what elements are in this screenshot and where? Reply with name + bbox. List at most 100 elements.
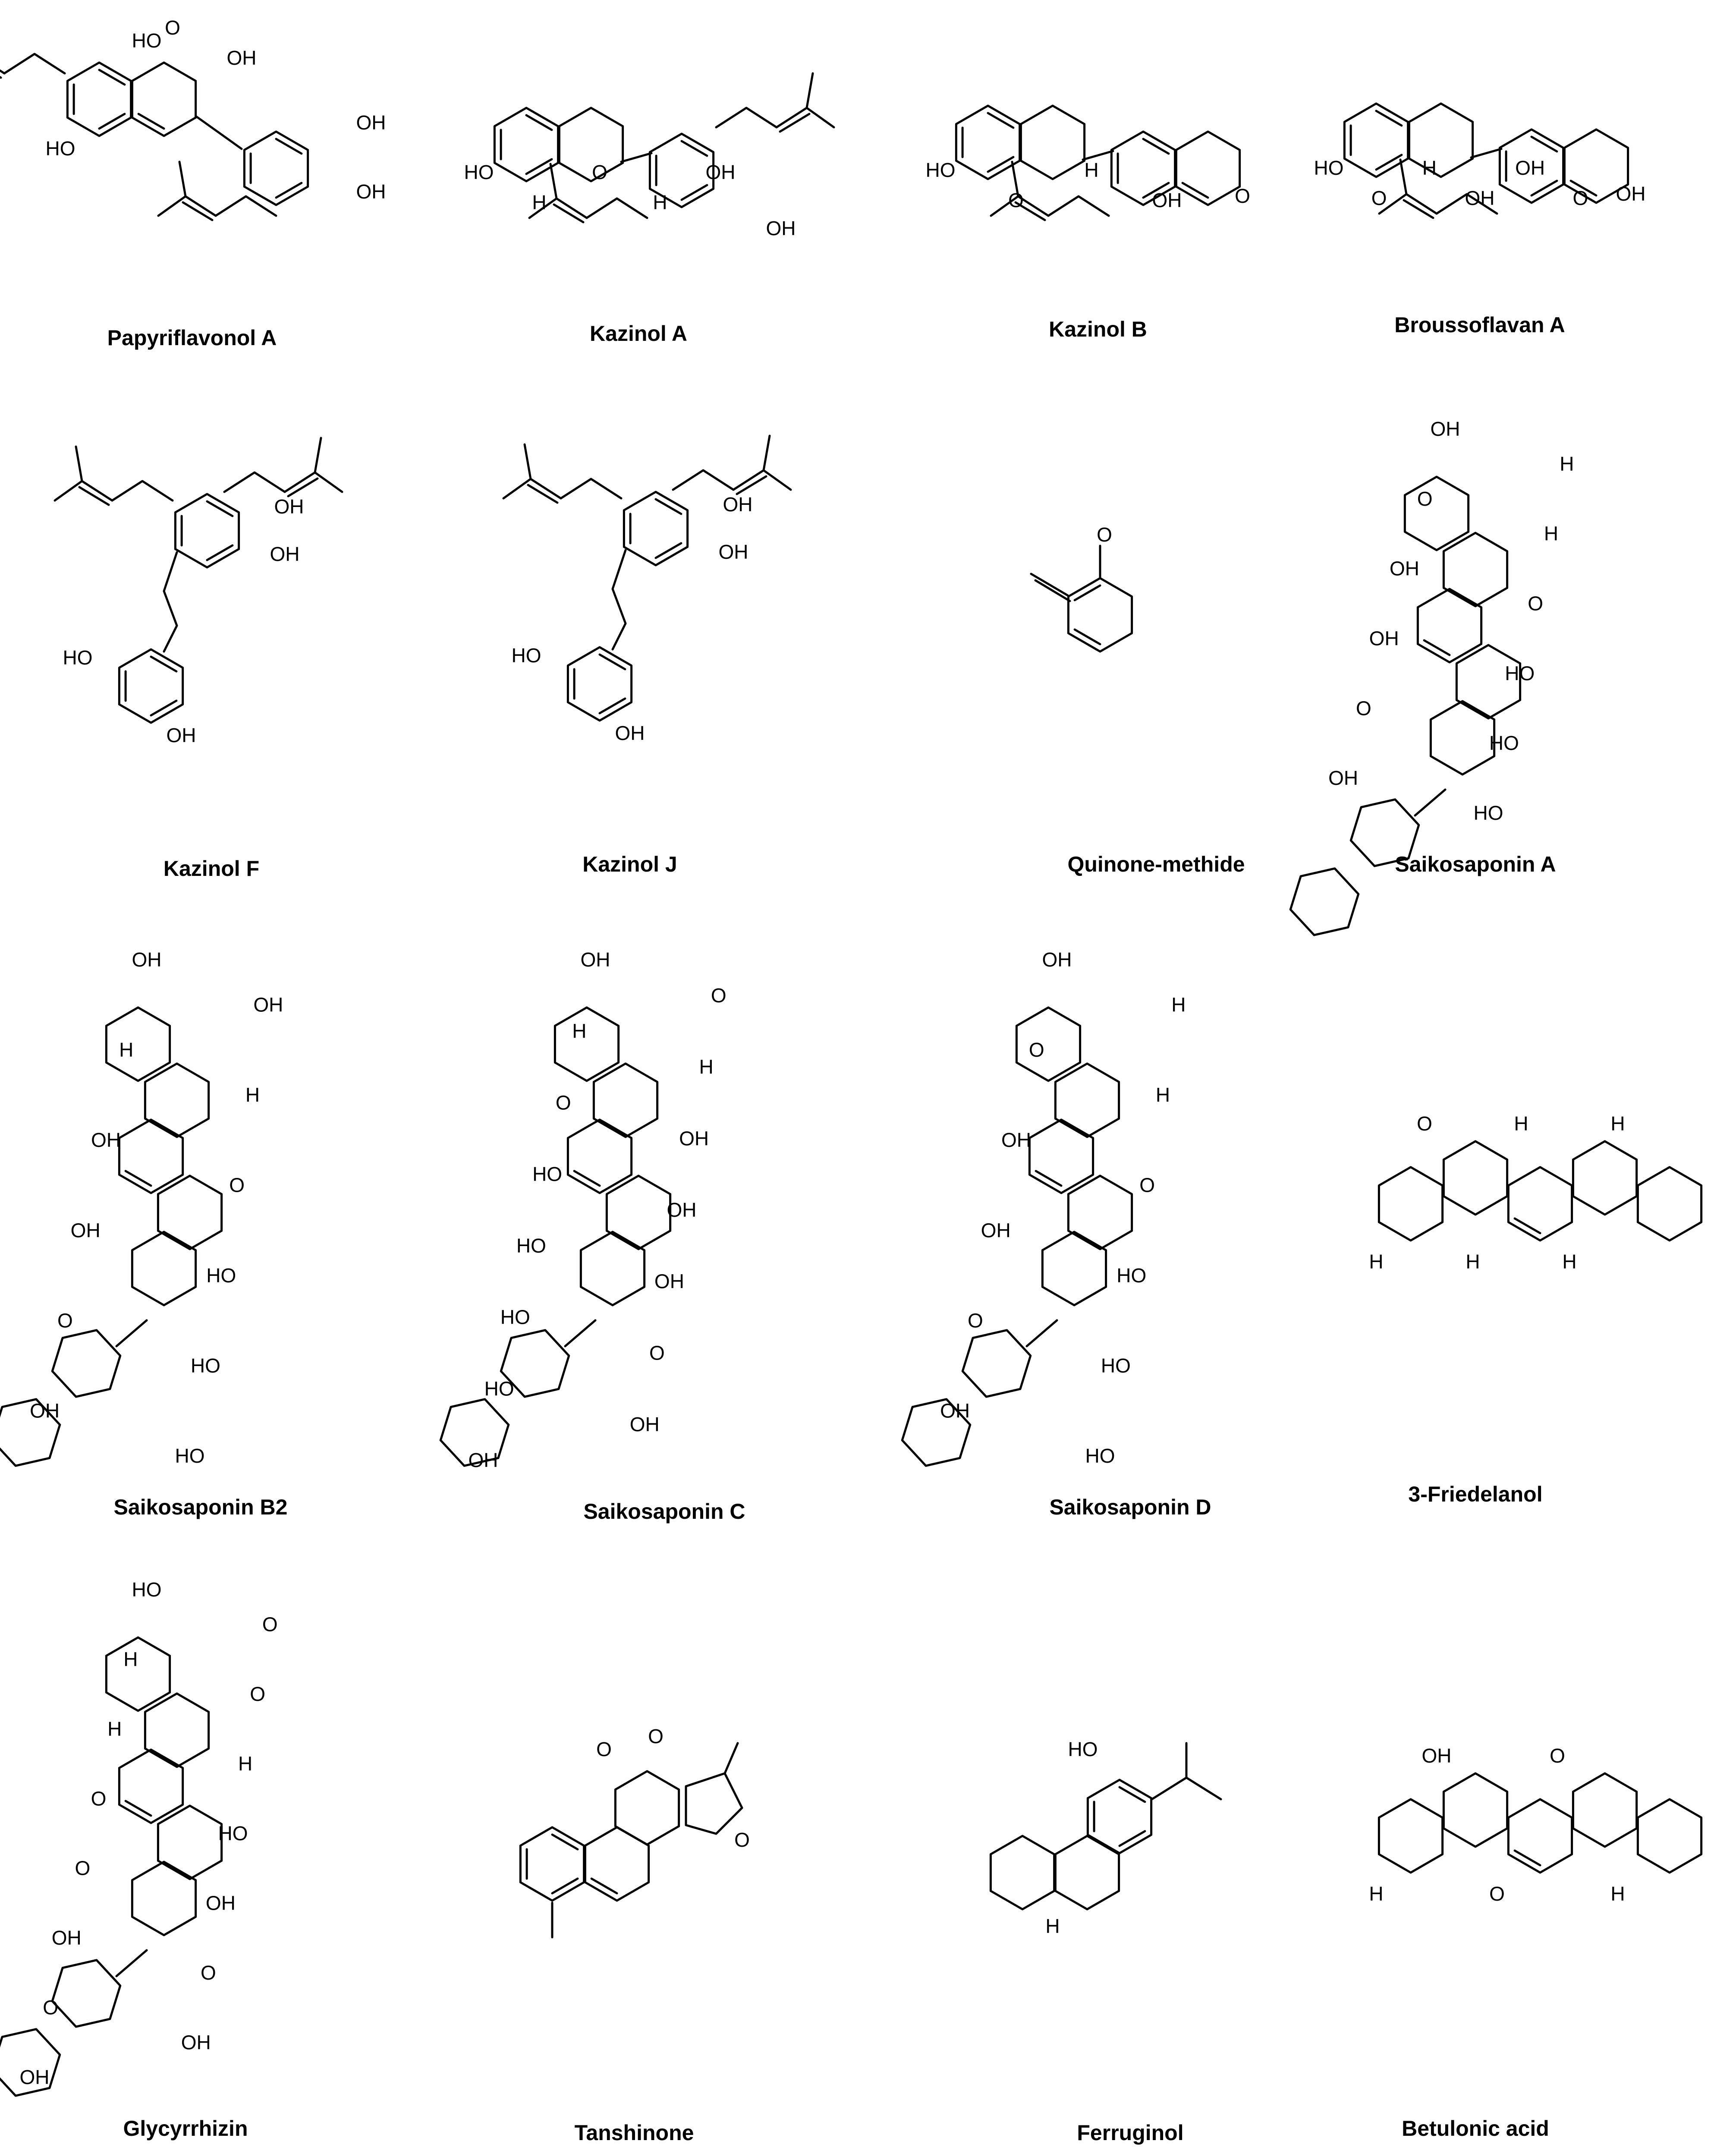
double-bond <box>654 542 682 559</box>
atom-label: O <box>1417 488 1433 510</box>
double-bond <box>680 184 708 201</box>
prenyl-methyl <box>805 72 814 109</box>
atom-label: O <box>57 1309 73 1332</box>
atom-label: H <box>1422 157 1437 179</box>
prenyl-chain <box>1435 193 1498 215</box>
compound-label: Saikosaponin B2 <box>114 1495 288 1519</box>
atom-label: OH <box>227 47 257 69</box>
atom-label: H <box>699 1056 714 1078</box>
prenyl-double-bond <box>182 201 214 221</box>
bond <box>195 115 243 150</box>
atom-label: O <box>1572 187 1588 209</box>
atom-label: OH <box>615 722 645 744</box>
double-bond <box>1513 1217 1541 1234</box>
atom-label: OH <box>1616 183 1646 205</box>
atom-label: OH <box>723 493 753 516</box>
atom-label: H <box>532 191 546 214</box>
prenyl-double-bond <box>81 480 113 502</box>
prenyl-double-bond <box>283 471 316 493</box>
ring-4 <box>1572 1140 1638 1216</box>
ring-c <box>1086 1779 1153 1854</box>
atom-label: OH <box>766 217 796 239</box>
prenyl-double-bond <box>775 107 808 129</box>
atom-label: H <box>238 1753 252 1775</box>
ring-2 <box>1442 532 1509 608</box>
sugar-2 <box>901 1398 972 1467</box>
ring-4 <box>1572 1772 1638 1848</box>
atom-label: OH <box>132 948 162 971</box>
ring-a <box>519 1826 585 1902</box>
ring-3 <box>1507 1798 1573 1874</box>
double-bond <box>1375 110 1403 127</box>
atom-label: OH <box>181 2031 211 2053</box>
b-ring <box>1498 128 1565 204</box>
double-bond <box>590 1877 618 1895</box>
ring-4 <box>1455 644 1522 720</box>
atom-label: H <box>1156 1084 1170 1106</box>
ring-2 <box>1442 1140 1509 1216</box>
atom-label: OH <box>253 994 283 1016</box>
atom-label: H <box>572 1020 586 1042</box>
double-bond <box>1181 182 1209 199</box>
double-bond <box>987 156 1015 173</box>
atom-label: O <box>201 1961 216 1984</box>
compound-label: Ferruginol <box>1077 2121 1183 2145</box>
prenyl-chain <box>214 195 277 217</box>
glycosidic-bond <box>115 1949 148 1977</box>
atom-label: OH <box>630 1413 660 1436</box>
atom-label: OH <box>679 1127 709 1149</box>
compound-label: Quinone-methide <box>1067 852 1245 876</box>
double-bond <box>1530 179 1558 197</box>
prenyl-methyl <box>549 163 558 200</box>
atom-label: OH <box>71 1219 101 1241</box>
double-bond <box>1035 1170 1063 1187</box>
atom-label: OH <box>1431 418 1460 440</box>
ring-2 <box>592 1062 659 1138</box>
sugar-1 <box>961 1329 1032 1398</box>
double-bond <box>150 655 178 673</box>
atom-label: H <box>1544 523 1558 545</box>
sugar-1 <box>51 1329 122 1398</box>
ring-2 <box>144 1062 210 1138</box>
prenyl-methyl <box>178 161 187 198</box>
atom-label: HO <box>191 1354 220 1377</box>
compound-label: Glycyrrhizin <box>123 2116 248 2141</box>
double-bond <box>987 112 1015 129</box>
atom-label: OH <box>1369 627 1399 649</box>
atom-label: OH <box>167 724 196 746</box>
prenyl-double-bond <box>1014 201 1046 221</box>
ring-5 <box>1429 700 1496 776</box>
prenyl-methyl <box>1378 193 1408 215</box>
ring-4 <box>605 1174 672 1250</box>
compound-label: Betulonic acid <box>1402 2116 1549 2141</box>
exo-methylene <box>1030 573 1069 597</box>
glycosidic-bond <box>564 1319 597 1347</box>
prenyl-methyl <box>1011 161 1019 198</box>
pyran-ring <box>1175 130 1241 206</box>
glycosidic-bond <box>1025 1319 1058 1347</box>
sugar-2 <box>0 2028 61 2097</box>
atom-label: HO <box>1116 1264 1146 1287</box>
prenyl-chain <box>223 471 286 493</box>
exo-methylene <box>1034 579 1071 602</box>
atom-label: O <box>734 1829 750 1851</box>
prenyl-methyl <box>1399 158 1408 195</box>
compound-label: Saikosaponin A <box>1395 852 1556 876</box>
double-bond <box>551 1877 579 1895</box>
prenyl-double-bond <box>1405 193 1438 215</box>
ring-b <box>1054 1835 1120 1911</box>
atom-label: O <box>1550 1744 1565 1767</box>
glycosidic-bond <box>115 1319 148 1347</box>
atom-label: H <box>1610 1112 1625 1135</box>
atom-label: O <box>1417 1112 1432 1135</box>
atom-label: OH <box>940 1399 970 1422</box>
ring-1 <box>1403 475 1470 551</box>
prenyl-methyl <box>523 443 532 480</box>
prenyl-double-bond <box>779 113 811 133</box>
sugar-2 <box>439 1398 510 1467</box>
double-bond <box>124 1800 152 1817</box>
